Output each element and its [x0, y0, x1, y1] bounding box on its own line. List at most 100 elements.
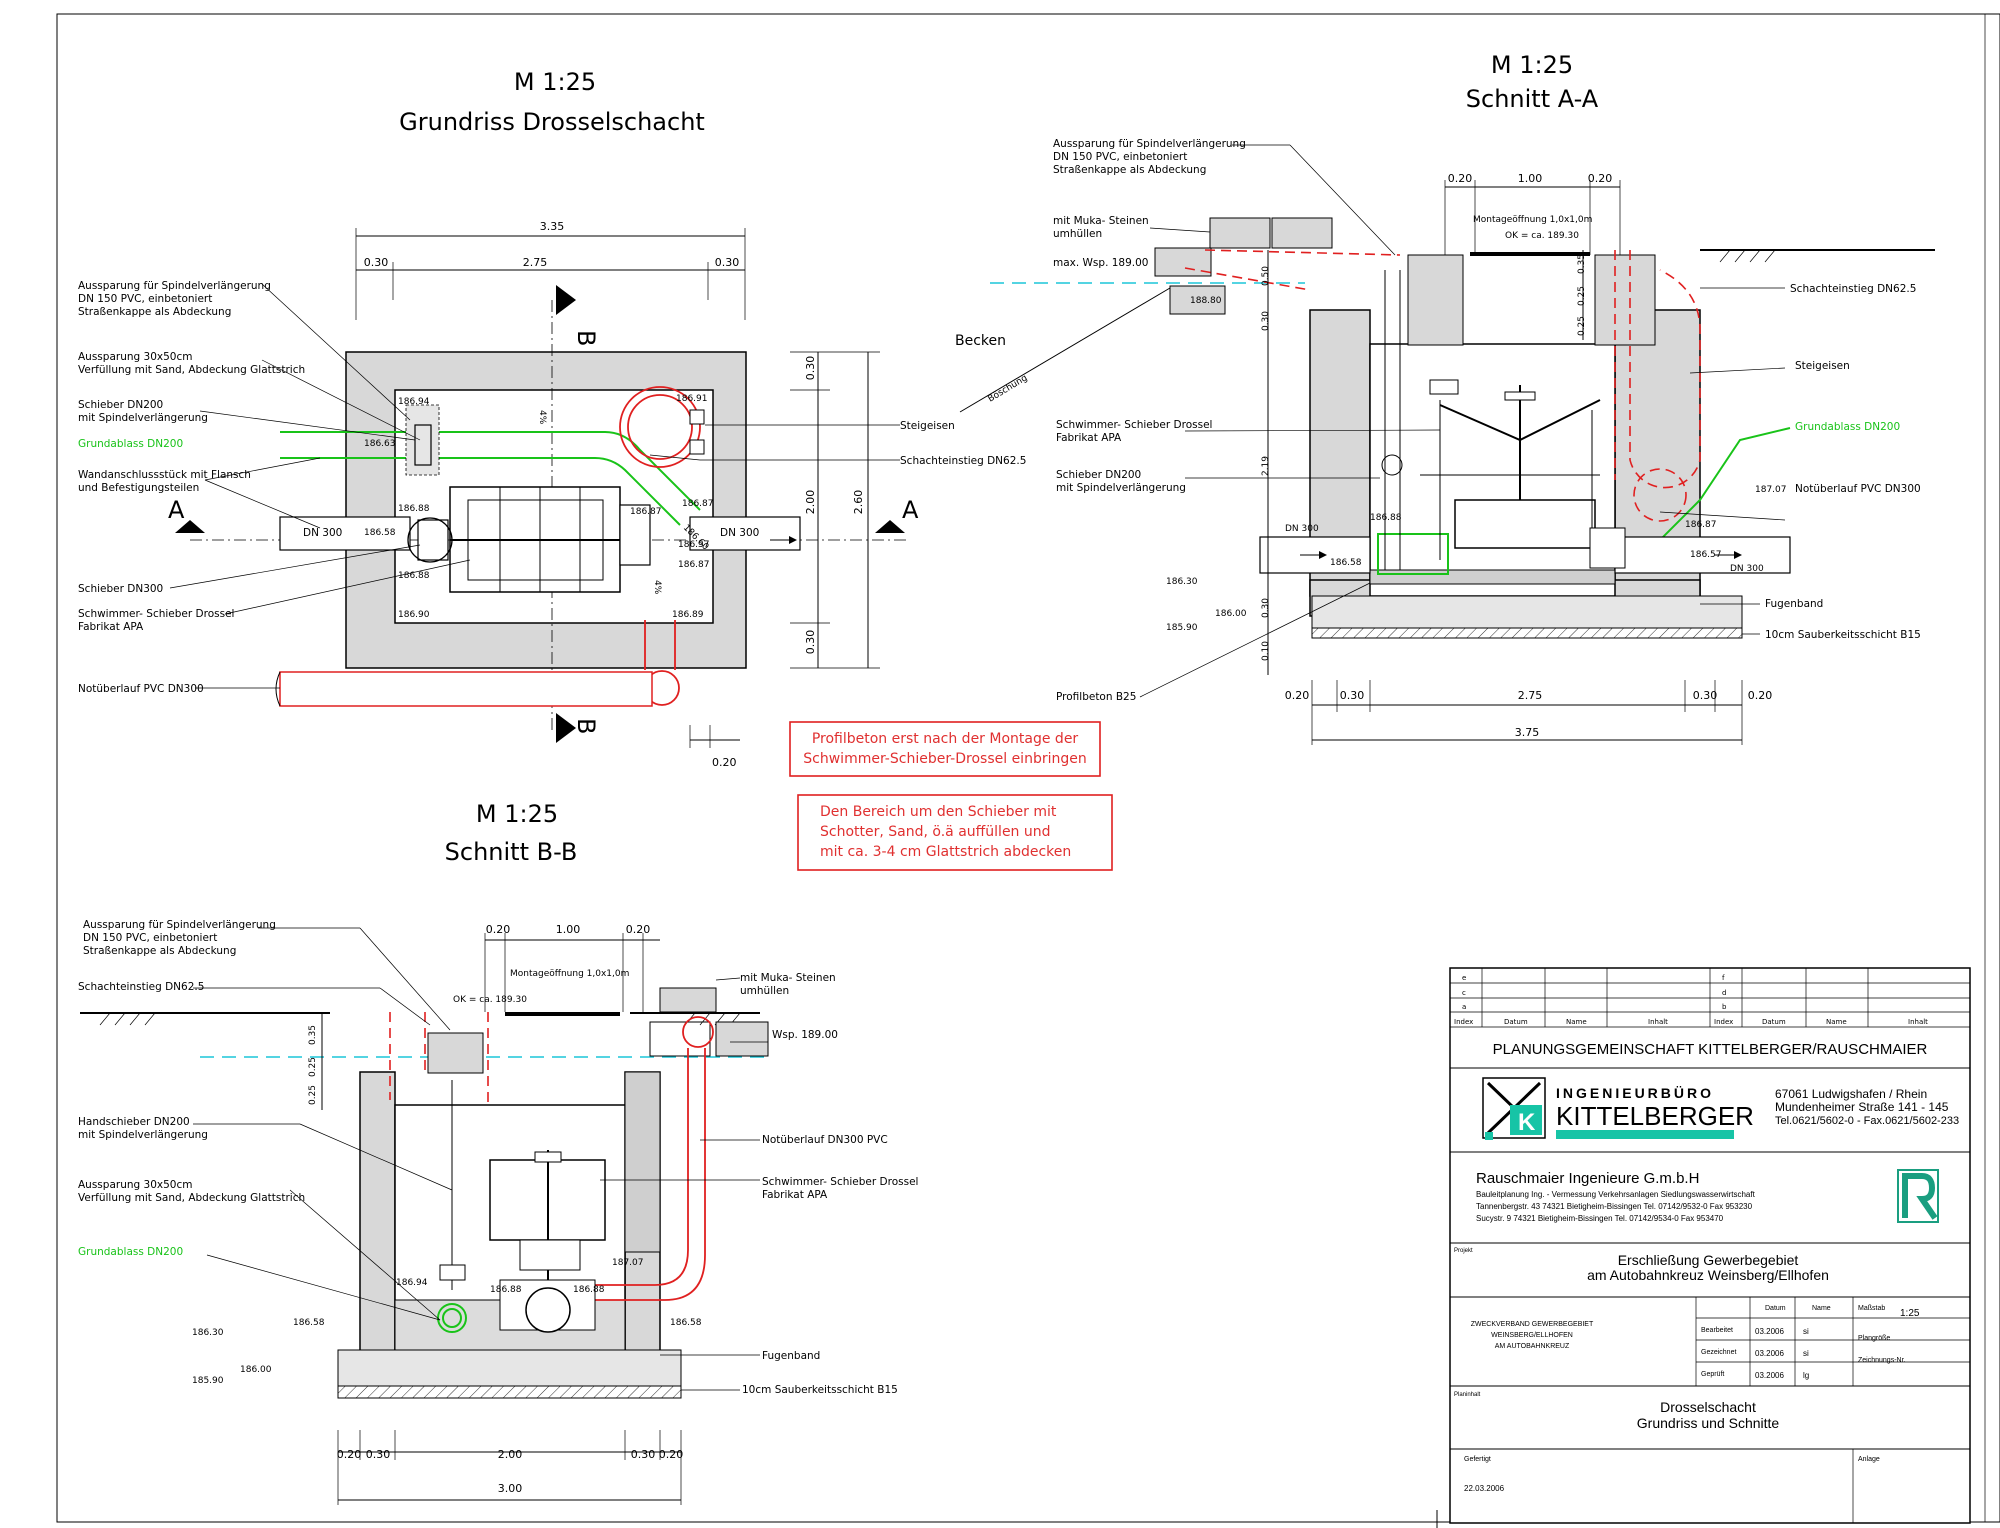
tb-gefertigt-label: Gefertigt: [1464, 1456, 1491, 1463]
bb-dim-b-5: 0.20: [659, 1448, 684, 1461]
tb-kb-addr1: 67061 Ludwigshafen / Rhein: [1775, 1087, 1927, 1101]
aa-dim-b-3: 2.75: [1518, 689, 1543, 702]
plan-dim-v-bot: 0.30: [804, 630, 817, 655]
plan-slope-1: 4%: [537, 410, 547, 425]
tb-anlage: Anlage: [1858, 1456, 1880, 1463]
plan-pipe-dn300-right: [689, 516, 801, 551]
aa-lbl-schieber-1: Schieber DN200: [1056, 469, 1141, 481]
plan-level-186-87c: 186.87: [678, 560, 710, 570]
bb-level-185-90: 185.90: [192, 1376, 224, 1386]
tb-rausch-l3: Sucystr. 9 74321 Bietigheim-Bissingen Te…: [1476, 1214, 1724, 1223]
tb-rev-r4: Index: [1714, 1018, 1733, 1026]
plan-lbl-schieber200-1: Schieber DN200: [78, 399, 163, 411]
bb-lbl-aussparung-2: DN 150 PVC, einbetoniert: [83, 932, 217, 944]
aa-lbl-schwimmer-1: Schwimmer- Schieber Drossel: [1056, 419, 1212, 431]
plan-title: Grundriss Drosselschacht: [399, 108, 705, 136]
aa-lbl-aussparung-2: DN 150 PVC, einbetoniert: [1053, 151, 1187, 163]
plan-level-186-88a: 186.88: [398, 504, 430, 514]
note-box-1: [789, 721, 1101, 777]
svg-text:K: K: [1518, 1109, 1536, 1136]
aa-dim-top-1: 0.20: [1448, 172, 1473, 185]
aa-dim-top-2: 1.00: [1518, 172, 1543, 185]
tb-rev-l3: a: [1462, 1003, 1466, 1011]
plan-dim-overall: 3.35: [540, 220, 565, 233]
tb-row2-name: si: [1803, 1349, 1809, 1358]
aa-lbl-maxwsp: max. Wsp. 189.00: [1053, 257, 1148, 269]
bb-level-186-58a: 186.58: [293, 1318, 325, 1328]
plan-lbl-wandanschluss-2: und Befestigungsteilen: [78, 482, 199, 494]
aa-dim-v-5: 0.10: [1261, 641, 1271, 661]
bb-lbl-sauberkeit: 10cm Sauberkeitsschicht B15: [742, 1384, 898, 1396]
plan-level-186-87a: 186.87: [682, 499, 714, 509]
plan-level-186-90: 186.90: [398, 610, 430, 620]
aa-dim-top-3: 0.20: [1588, 172, 1613, 185]
tb-row2-date: 03.2006: [1755, 1349, 1784, 1358]
tb-firm-header: PLANUNGSGEMEINSCHAFT KITTELBERGER/RAUSCH…: [1493, 1041, 1928, 1058]
tb-bauherr-1: ZWECKVERBAND GEWERBEGEBIET: [1471, 1321, 1594, 1328]
plan-lbl-aussparung-1: Aussparung für Spindelverlängerung: [78, 280, 271, 292]
bb-dim-v-1: 0.35: [308, 1025, 318, 1045]
bb-lbl-grundablass: Grundablass DN200: [78, 1246, 183, 1258]
plan-grundablass-pipe: [280, 431, 701, 511]
aa-lbl-schieber-2: mit Spindelverlängerung: [1056, 482, 1186, 494]
note1-line1: Profilbeton erst nach der Montage der: [812, 731, 1079, 747]
section-aa: Becken Böschung: [955, 138, 1935, 745]
bb-lbl-fugenband: Fugenband: [762, 1350, 820, 1362]
plan-schieber-dn300-disc: [407, 517, 453, 563]
tb-rev-l2: c: [1462, 989, 1466, 997]
bb-dim-v-3: 0.25: [308, 1085, 318, 1105]
bb-title: Schnitt B-B: [445, 838, 578, 866]
tb-planinhalt-2: Grundriss und Schnitte: [1637, 1415, 1780, 1431]
tb-projekt-label: Projekt: [1454, 1248, 1473, 1254]
aa-dim-v-1: 0.50: [1261, 266, 1271, 286]
aa-level-186-00: 186.00: [1215, 609, 1247, 619]
plan-level-186-91: 186.91: [676, 394, 708, 404]
tb-rev-h2: Name: [1566, 1018, 1587, 1026]
tb-rausch-l2: Tannenbergstr. 43 74321 Bietigheim-Bissi…: [1476, 1202, 1753, 1211]
tb-bauherr-3: AM AUTOBAHNKREUZ: [1495, 1343, 1570, 1350]
plan-dn300-left: DN 300: [303, 527, 342, 539]
tb-rev-r2: d: [1722, 989, 1726, 997]
plan-lbl-grundablass: Grundablass DN200: [78, 438, 183, 450]
bb-sauberkeit: [337, 1385, 682, 1399]
aa-lbl-dn300-l: DN 300: [1285, 524, 1319, 534]
plan-level-186-58: 186.58: [364, 528, 396, 538]
bb-dim-top-3: 0.20: [626, 923, 651, 936]
plan-lbl-sand-2: Verfüllung mit Sand, Abdeckung Glattstri…: [78, 364, 305, 376]
section-bb: 0.20 1.00 0.20 Montageöffnung 1,0x1,0m O…: [78, 919, 918, 1505]
tb-kb-addr3: Tel.0621/5602-0 - Fax.0621/5602-233: [1775, 1115, 1959, 1127]
tb-plangroesse: Plangröße: [1858, 1335, 1890, 1342]
aa-lbl-grundablass: Grundablass DN200: [1795, 421, 1900, 433]
aa-lbl-sauberkeit: 10cm Sauberkeitsschicht B15: [1765, 629, 1921, 641]
aa-dim-v-2: 0.30: [1261, 311, 1271, 331]
aa-lbl-fugenband: Fugenband: [1765, 598, 1823, 610]
tb-projekt-2: am Autobahnkreuz Weinsberg/Ellhofen: [1587, 1267, 1829, 1283]
plan-title-block: M 1:25 Grundriss Drosselschacht M 1:25 S…: [399, 51, 1599, 866]
aa-sauberkeit: [1311, 627, 1743, 639]
bb-dim-b-2: 0.30: [366, 1448, 391, 1461]
aa-level-186-87: 186.87: [1685, 520, 1717, 530]
note2-line3: mit ca. 3-4 cm Glattstrich abdecken: [820, 844, 1071, 860]
bb-scale: M 1:25: [476, 800, 558, 828]
tb-massstab: 1:25: [1900, 1308, 1920, 1319]
plan-lbl-wandanschluss-1: Wandanschlussstück mit Flansch: [78, 469, 251, 481]
plan-level-186-57: 186.57: [678, 540, 710, 550]
tb-kb-line2: KITTELBERGER: [1556, 1101, 1754, 1131]
aa-lbl-muka-1: mit Muka- Steinen: [1053, 215, 1149, 227]
tb-rausch-l1: Bauleitplanung Ing. - Vermessung Verkehr…: [1476, 1190, 1756, 1199]
aa-lbl-ok: OK = ca. 189.30: [1505, 231, 1579, 241]
aa-lbl-profilbeton: Profilbeton B25: [1056, 691, 1136, 703]
tb-row3-date: 03.2006: [1755, 1371, 1784, 1380]
tb-projekt-1: Erschließung Gewerbegebiet: [1618, 1252, 1799, 1268]
plan-mark-b-bot: B: [572, 718, 600, 734]
bb-lbl-montage: Montageöffnung 1,0x1,0m: [510, 969, 629, 979]
aa-dim-total: 3.75: [1515, 726, 1540, 739]
tb-rev-l4: Index: [1454, 1018, 1473, 1026]
tb-rev-l1: e: [1462, 974, 1466, 982]
aa-lbl-muka-2: umhüllen: [1053, 228, 1102, 240]
aa-dim-v-3: 2.19: [1261, 456, 1271, 476]
tb-rev-h1: Datum: [1504, 1018, 1528, 1026]
bb-lbl-handschieber-1: Handschieber DN200: [78, 1116, 190, 1128]
bb-lbl-schwimmer-1: Schwimmer- Schieber Drossel: [762, 1176, 918, 1188]
bb-level-186-58b: 186.58: [670, 1318, 702, 1328]
